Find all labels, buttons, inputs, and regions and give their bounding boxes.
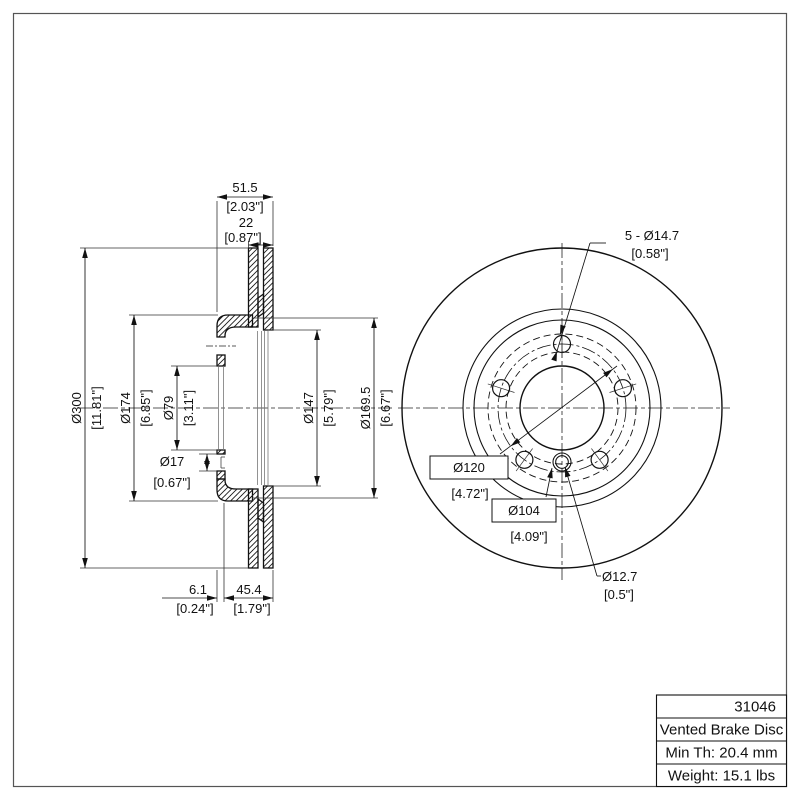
dim-hat-dia-mm: Ø174 <box>118 392 133 424</box>
bolt-holes-mm: 5 - Ø14.7 <box>625 228 679 243</box>
dim-hat-depth-mm: 45.4 <box>236 582 261 597</box>
weight: Weight: 15.1 lbs <box>668 768 775 785</box>
friction-inner-hidden-circle <box>487 333 637 483</box>
dim-bore-dia-in: [3.11"] <box>181 390 196 426</box>
dim-outer-dia-in: [11.81"] <box>89 386 104 429</box>
bolt-circle-in: [4.72"] <box>451 486 488 501</box>
dim-bore-dia-mm: Ø79 <box>161 396 176 421</box>
pin-circle-hidden <box>505 351 619 465</box>
dim-friction-outer: Ø169.5 [6.67"] <box>358 387 393 430</box>
dim-outer-dia-mm: Ø300 <box>69 392 84 424</box>
pin-circle-in: [4.09"] <box>510 529 547 544</box>
pin-hole <box>552 452 572 472</box>
min-thickness: Min Th: 20.4 mm <box>665 745 777 762</box>
outer-diameter-circle <box>401 247 723 569</box>
dim-overall-width: 51.5 [2.03"] <box>226 180 263 214</box>
dim-hat-depth-in: [1.79"] <box>233 601 270 616</box>
friction-outer-circle <box>473 319 651 497</box>
dim-friction-inner: Ø147 [5.79"] <box>301 389 336 426</box>
bolt-holes-in: [0.58"] <box>631 246 668 261</box>
dim-friction-outer-in: [6.67"] <box>378 389 393 426</box>
label-pin-hole: Ø12.7 [0.5"] <box>562 466 637 602</box>
dim-hat-dia-in: [6.85"] <box>138 389 153 426</box>
dim-overall-width-mm: 51.5 <box>232 180 257 195</box>
dim-disc-thickness-in: [0.87"] <box>224 230 261 245</box>
dim-friction-inner-mm: Ø147 <box>301 392 316 424</box>
dim-disc-thickness-mm: 22 <box>239 215 253 230</box>
dim-hat-diameter: Ø174 [6.85"] <box>118 389 153 426</box>
page-border <box>12 12 788 788</box>
pin-hole-in: [0.5"] <box>604 587 634 602</box>
dim-pin-counterbore: Ø17 [0.67"] <box>153 454 190 490</box>
dim-outer-diameter: Ø300 [11.81"] <box>69 386 104 429</box>
title-block: 31046 Vented Brake Disc Min Th: 20.4 mm … <box>655 694 788 788</box>
dim-overall-width-in: [2.03"] <box>226 199 263 214</box>
part-name: Vented Brake Disc <box>660 722 784 739</box>
pin-circle-mm: Ø104 <box>508 503 540 518</box>
center-bore-circle <box>519 365 605 451</box>
dim-face-offset-in: [0.24"] <box>176 601 213 616</box>
pin-hole-step <box>220 456 225 469</box>
dim-face-offset-mm: 6.1 <box>189 582 207 597</box>
section-geometry <box>216 247 274 569</box>
dim-bore-diameter: Ø79 [3.11"] <box>161 390 196 426</box>
pin-hole-mm: Ø12.7 <box>602 569 637 584</box>
label-bolt-holes: 5 - Ø14.7 [0.58"] <box>551 228 679 362</box>
dim-friction-outer-mm: Ø169.5 <box>358 387 373 430</box>
dim-pin-cbore-mm: Ø17 <box>160 454 185 469</box>
label-pin-circle: Ø104 [4.09"] <box>491 467 557 544</box>
part-number: 31046 <box>734 699 776 716</box>
extension-lines <box>80 201 378 602</box>
front-view: 5 - Ø14.7 [0.58"] Ø120 [4.72"] Ø104 [4.0… <box>398 228 730 602</box>
hat-flange-circle <box>462 308 662 508</box>
hidden-edge-lines <box>218 331 269 485</box>
dim-disc-thickness: 22 [0.87"] <box>224 215 261 245</box>
dim-pin-cbore-in: [0.67"] <box>153 475 190 490</box>
label-bolt-circle: Ø120 [4.72"] <box>429 365 618 501</box>
section-view: 51.5 [2.03"] 22 [0.87"] Ø300 [11.81"] Ø1… <box>69 180 393 616</box>
dim-face-offset: 6.1 [0.24"] <box>176 582 213 616</box>
dim-hat-depth: 45.4 [1.79"] <box>233 582 270 616</box>
dimension-lines <box>84 196 375 599</box>
dim-friction-inner-in: [5.79"] <box>321 389 336 426</box>
bolt-circle-mm: Ø120 <box>453 460 485 475</box>
